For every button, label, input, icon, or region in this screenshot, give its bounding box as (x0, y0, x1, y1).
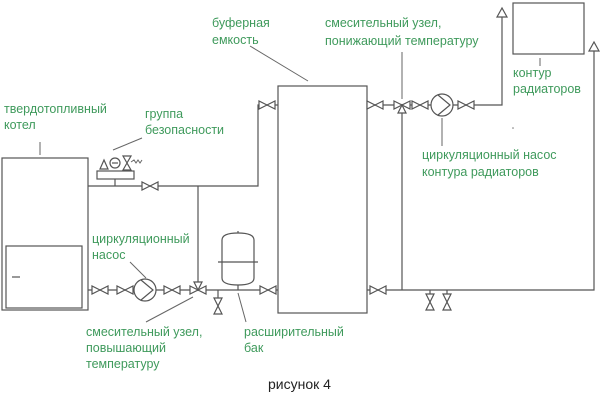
mixing-raising-label-1: смесительный узел, (86, 325, 202, 339)
mixing-raising-label-2: повышающий (86, 341, 166, 355)
expansion-tank (218, 231, 258, 286)
boiler-circulation-pump (133, 278, 157, 302)
shutoff-valve-icon (258, 100, 276, 110)
safety-group-label-1: группа (145, 107, 183, 121)
radiator (512, 2, 585, 55)
shutoff-valve-icon (141, 181, 159, 191)
safety-valve-icon (121, 155, 133, 171)
mixing-valve-raising (189, 281, 207, 295)
mixing-lowering-label-2: понижающий температуру (325, 34, 479, 48)
shutoff-valve-icon (213, 297, 223, 315)
shutoff-valve-icon (163, 285, 181, 295)
mixing-raising-label-3: температуру (86, 357, 160, 371)
buffer-label-1: буферная (212, 16, 270, 30)
boiler-pump-label-1: циркуляционный (92, 232, 190, 246)
boiler-label-2: котел (4, 118, 36, 132)
mixing-valve-lowering (393, 100, 411, 114)
radiator-label-2: радиаторов (513, 82, 581, 96)
figure-caption: рисунок 4 (268, 376, 331, 392)
radiator-label-1: контур (513, 66, 551, 80)
shutoff-valve-icon (366, 100, 384, 110)
stray-dot (512, 127, 514, 129)
expansion-tank-label-2: бак (244, 341, 264, 355)
shutoff-valve-icon (425, 293, 435, 311)
leader-lines (39, 45, 541, 323)
solid-fuel-boiler (1, 157, 89, 311)
boiler-pump-label-2: насос (92, 248, 125, 262)
air-vent-icon (99, 158, 109, 170)
shutoff-valve-icon (411, 100, 429, 110)
shutoff-valve-icon (259, 285, 277, 295)
radiator-arrows (495, 6, 600, 52)
shutoff-valve-icon (457, 100, 475, 110)
shutoff-valve-icon (442, 293, 452, 311)
radiator-pump-label-2: контура радиаторов (422, 165, 539, 179)
shutoff-valve-icon (91, 285, 109, 295)
radiator-circulation-pump (430, 93, 454, 117)
expansion-tank-label-1: расширительный (244, 325, 344, 339)
shutoff-valve-icon (116, 285, 134, 295)
radiator-pump-label-1: циркуляционный насос (422, 148, 557, 162)
safety-group (96, 155, 143, 180)
shutoff-valve-icon (369, 285, 387, 295)
mixing-lowering-label-1: смесительный узел, (325, 16, 441, 30)
boiler-label-1: твердотопливный (4, 102, 107, 116)
safety-group-label-2: безопасности (145, 123, 224, 137)
buffer-label-2: емкость (212, 33, 259, 47)
buffer-tank (277, 85, 368, 314)
